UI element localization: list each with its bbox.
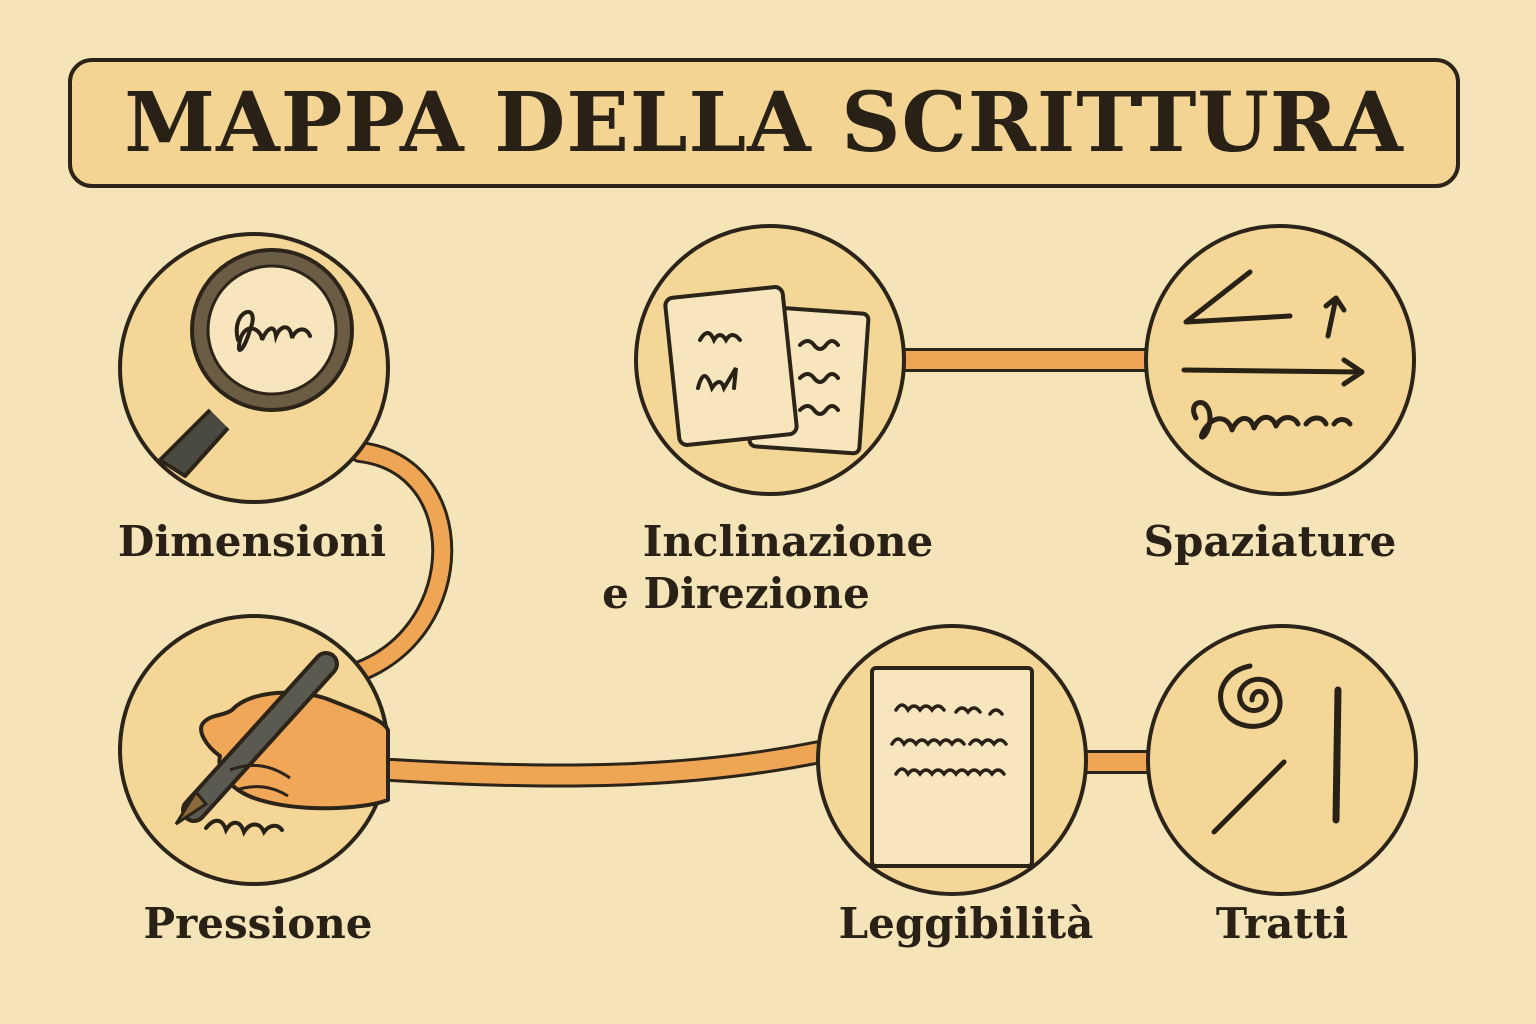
- page-title: MAPPA DELLA SCRITTURA: [124, 75, 1404, 171]
- connectors: [347, 348, 1162, 788]
- label-leggibilita: Leggibilità: [839, 898, 1094, 950]
- magnifier-icon: [158, 248, 354, 478]
- label-tratti: Tratti: [1216, 898, 1348, 950]
- node-tratti: [1146, 624, 1418, 896]
- notes-cards-icon: [663, 285, 871, 456]
- node-dimensioni: [118, 232, 390, 504]
- node-leggibilita: [816, 624, 1088, 896]
- hand-pen-icon: [174, 651, 390, 837]
- node-spaziature: [1144, 224, 1416, 496]
- label-spaziature: Spaziature: [1144, 516, 1397, 568]
- strokes-icon: [1211, 663, 1342, 835]
- node-pressione: [118, 614, 390, 886]
- spacing-arrows-icon: [1181, 269, 1365, 440]
- label-pressione-text: Pressione: [143, 899, 373, 948]
- label-dimensioni-text: Dimensioni: [117, 517, 387, 566]
- handwritten-page-icon: [870, 666, 1034, 868]
- label-leggibilita-text: Leggibilità: [838, 899, 1094, 948]
- label-dimensioni: Dimensioni: [118, 516, 386, 568]
- node-inclinazione: [634, 224, 906, 496]
- label-inclinazione: Inclinazione e Direzione: [591, 516, 934, 620]
- label-inclinazione-line1: Inclinazione: [642, 517, 934, 566]
- title-banner: MAPPA DELLA SCRITTURA: [68, 58, 1460, 188]
- label-tratti-text: Tratti: [1215, 899, 1349, 948]
- label-spaziature-text: Spaziature: [1143, 517, 1397, 566]
- label-inclinazione-line2: e Direzione: [602, 569, 870, 618]
- label-pressione: Pressione: [144, 898, 373, 950]
